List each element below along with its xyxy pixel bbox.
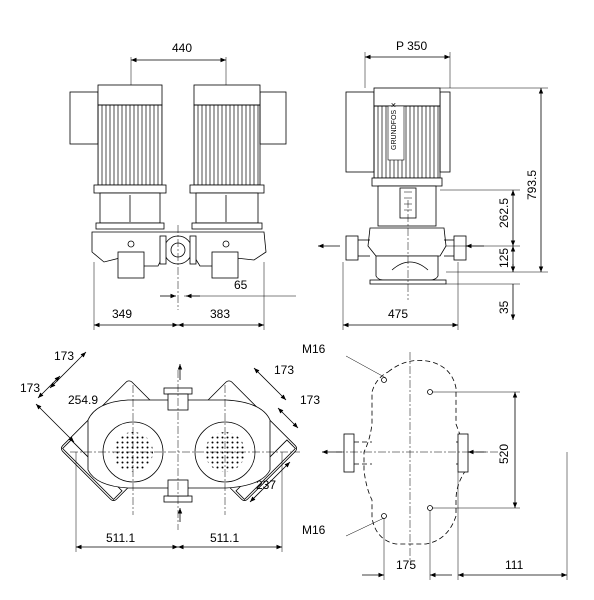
dim-right-half: 511.1 <box>210 531 239 545</box>
bolt-label-bottom: M16 <box>302 523 326 537</box>
dim-base-height: 35 <box>497 300 511 314</box>
dim-side-c: 173 <box>274 363 294 377</box>
dim-left-half: 511.1 <box>106 531 135 545</box>
bolt-label-top: M16 <box>302 342 326 356</box>
dim-left-width: 349 <box>112 307 132 321</box>
side-view: GRUNDFOS ✕ <box>318 52 548 330</box>
brand-logo: GRUNDFOS ✕ <box>391 102 398 150</box>
dim-offset: 65 <box>234 278 248 292</box>
dim-motor-spacing: 440 <box>172 41 192 55</box>
right-motor <box>189 84 287 230</box>
dim-pipe-height: 125 <box>497 248 511 268</box>
dim-diag-left: 254.9 <box>68 393 98 407</box>
dim-side-a: 173 <box>54 349 74 363</box>
dim-side-b: 173 <box>20 381 40 395</box>
front-pump-housing <box>91 231 267 279</box>
plan-view <box>35 351 300 552</box>
dim-right-width: 383 <box>210 307 230 321</box>
dim-bolt-spacing: 520 <box>497 444 511 464</box>
dim-diag-right: 237 <box>256 478 276 492</box>
dim-right-offset: 111 <box>505 558 524 572</box>
left-motor <box>69 84 167 230</box>
dim-total-height: 793.5 <box>525 170 539 200</box>
base-view <box>322 352 568 580</box>
dim-upper-height: 262.5 <box>497 198 511 228</box>
dim-base-width: 475 <box>388 307 408 321</box>
dim-center-offset: 175 <box>396 558 416 572</box>
front-view <box>69 57 296 330</box>
dim-side-d: 173 <box>300 393 320 407</box>
dim-motor-diameter: P 350 <box>396 39 427 53</box>
